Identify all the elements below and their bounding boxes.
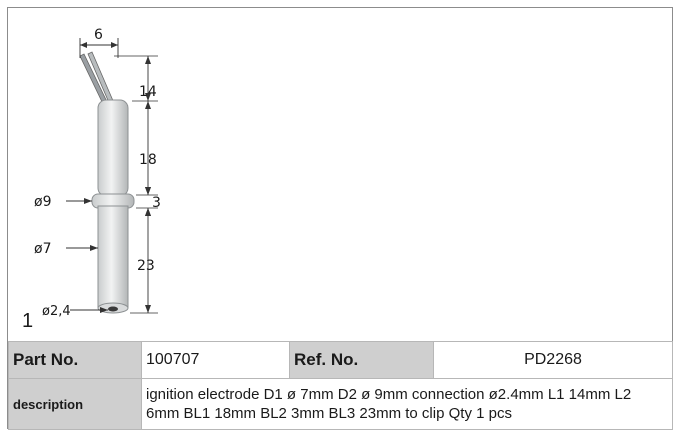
- dim-diameters: ø9 ø7 ø2,4: [34, 194, 108, 319]
- description-label: description: [8, 378, 142, 430]
- dim-label-d7: ø7: [34, 241, 51, 257]
- figure-number: 1: [22, 310, 34, 332]
- ceramic-body: [91, 99, 135, 314]
- technical-drawing: 6 14 18: [8, 8, 672, 341]
- dim-label-d9: ø9: [34, 194, 51, 210]
- dim-label-d24: ø2,4: [42, 304, 71, 319]
- dim-label-23: 23: [137, 258, 155, 274]
- dim-label-3: 3: [152, 195, 161, 211]
- dim-vertical-chain: 14 18 3 23: [114, 55, 161, 314]
- wire: [79, 51, 115, 107]
- dim-label-14: 14: [139, 84, 157, 100]
- spec-table: Part No. 100707 Ref. No. PD2268 descript…: [8, 341, 673, 430]
- spec-row-description: description ignition electrode D1 ø 7mm …: [8, 378, 673, 430]
- spec-row-ids: Part No. 100707 Ref. No. PD2268: [8, 341, 673, 379]
- description-text: ignition electrode D1 ø 7mm D2 ø 9mm con…: [141, 378, 673, 430]
- dim-label-6: 6: [94, 27, 103, 43]
- ref-no-label: Ref. No.: [289, 341, 434, 379]
- part-no-label: Part No.: [8, 341, 142, 379]
- ref-no-value: PD2268: [433, 341, 673, 379]
- electrode-drawing: 6 14 18: [34, 27, 161, 319]
- dim-label-18: 18: [139, 152, 157, 168]
- product-card: 6 14 18: [7, 7, 673, 430]
- part-no-value: 100707: [141, 341, 290, 379]
- dim-width-top: 6: [79, 27, 119, 58]
